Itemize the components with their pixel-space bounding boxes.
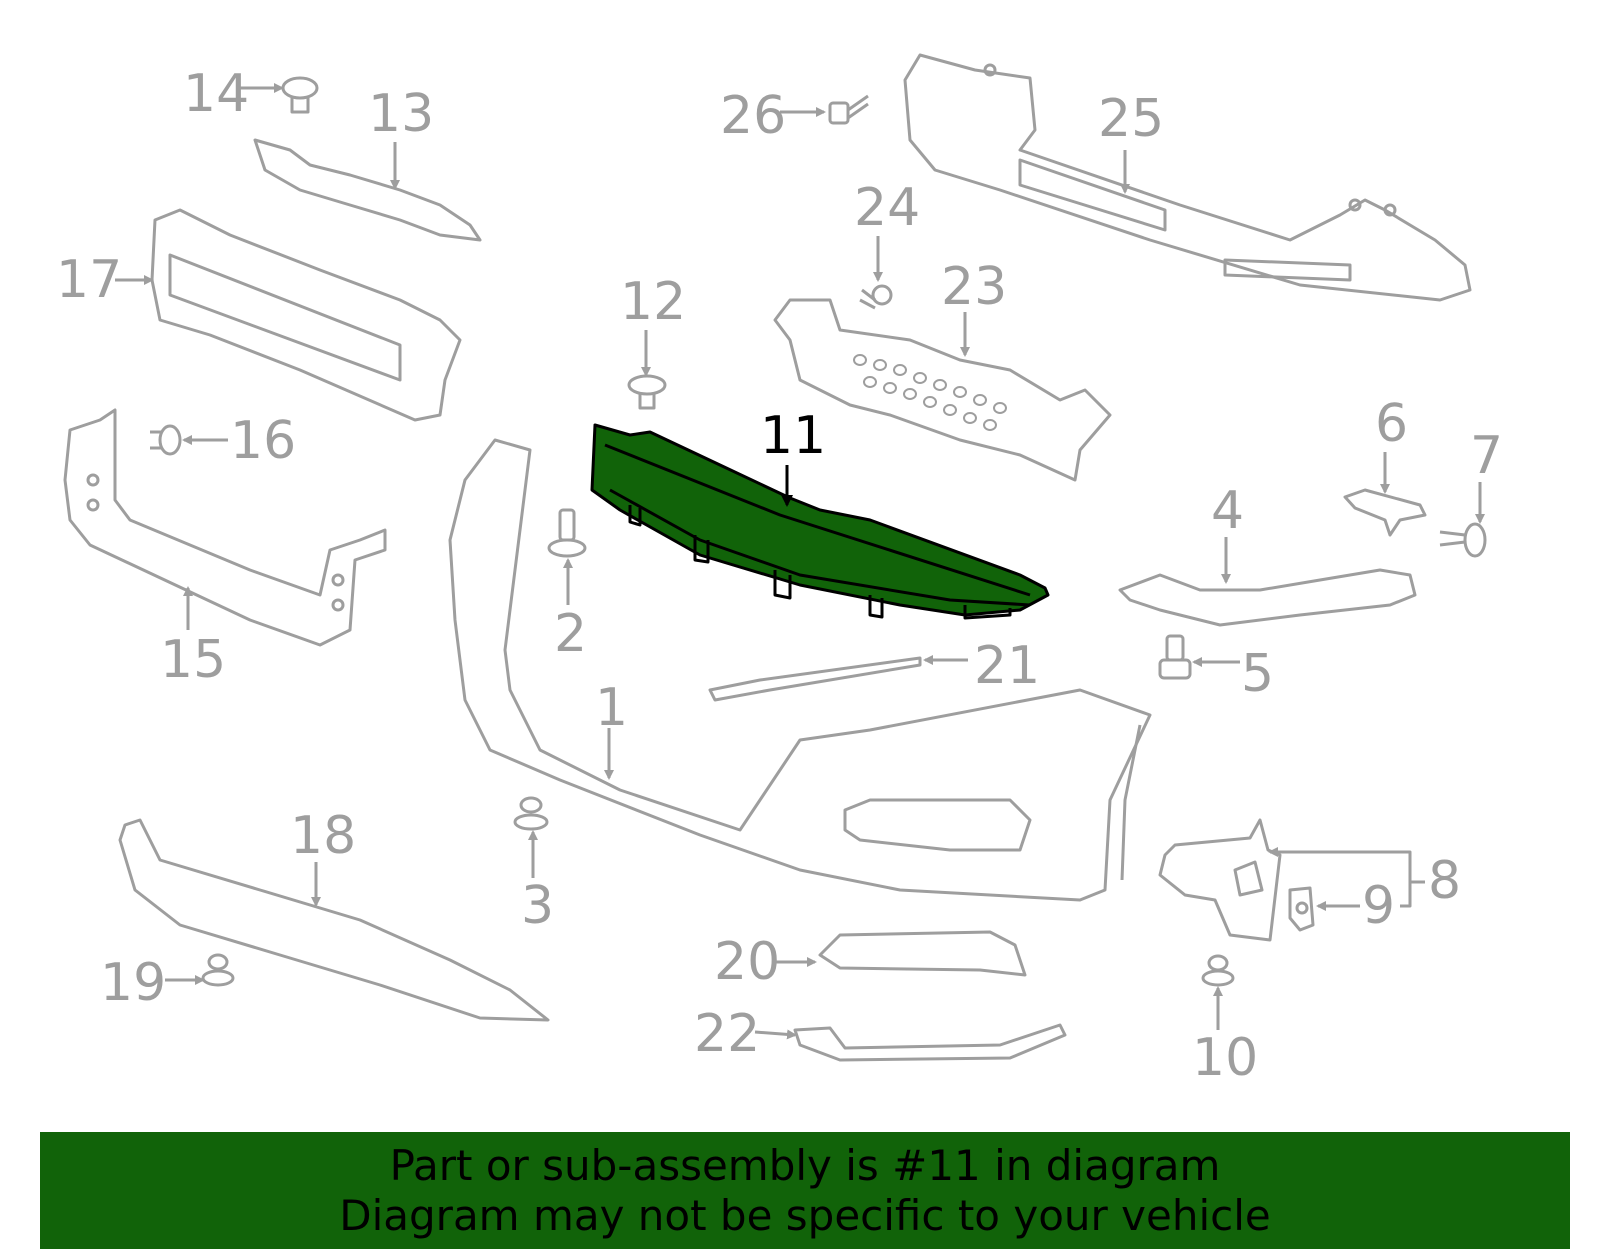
- info-banner: Part or sub-assembly is #11 in diagram D…: [40, 1132, 1570, 1249]
- part-22-molding: [793, 1023, 1067, 1062]
- callout-2: 2: [554, 604, 588, 664]
- leader-8-bracket: [1268, 847, 1412, 882]
- callout-9: 9: [1362, 876, 1396, 936]
- callout-5: 5: [1241, 644, 1275, 704]
- part-12-clip: [627, 374, 667, 410]
- callout-16: 16: [230, 411, 297, 471]
- part-21-molding: [708, 656, 922, 702]
- part-23-absorber: [773, 298, 1112, 482]
- callout-18: 18: [290, 806, 357, 866]
- part-17-carrier: [150, 208, 462, 422]
- callout-1: 1: [595, 678, 629, 738]
- part-25-bumper-reinforcement: [903, 53, 1472, 302]
- callout-15: 15: [160, 630, 227, 690]
- callout-10: 10: [1192, 1028, 1259, 1088]
- part-19-clip: [201, 953, 235, 987]
- part-2-bolt: [547, 508, 587, 558]
- callout-14: 14: [183, 64, 250, 124]
- callout-26: 26: [720, 86, 787, 146]
- callout-3: 3: [521, 876, 555, 936]
- callout-19: 19: [100, 953, 167, 1013]
- banner-line-disclaimer: Diagram may not be specific to your vehi…: [339, 1190, 1271, 1240]
- part-10-clip: [1201, 954, 1235, 987]
- part-14-clip: [281, 76, 319, 114]
- callout-11-highlighted: 11: [760, 406, 827, 466]
- part-26-bolt: [828, 94, 869, 125]
- leader-lines: [115, 83, 1485, 1040]
- part-1-bumper-cover: [448, 438, 1152, 902]
- callout-8: 8: [1428, 851, 1462, 911]
- part-5-bolt: [1158, 634, 1192, 680]
- part-6-bracket: [1343, 488, 1427, 537]
- callout-24: 24: [854, 178, 921, 238]
- part-15-bracket: [63, 408, 387, 647]
- callout-22: 22: [694, 1004, 761, 1064]
- part-20-garnish: [818, 930, 1027, 977]
- part-4-bracket: [1118, 568, 1417, 627]
- callout-6: 6: [1375, 394, 1409, 454]
- callout-21: 21: [974, 636, 1041, 696]
- callout-23: 23: [941, 257, 1008, 317]
- callout-4: 4: [1211, 481, 1245, 541]
- callout-17: 17: [56, 250, 123, 310]
- part-7-screw: [1439, 522, 1487, 558]
- part-13-cover: [253, 138, 482, 242]
- leader-8-group: [1400, 880, 1425, 908]
- callout-7: 7: [1470, 426, 1504, 486]
- part-11-highlighted: [590, 423, 1050, 620]
- part-3-clip: [513, 796, 549, 831]
- banner-line-part: Part or sub-assembly is #11 in diagram: [389, 1140, 1221, 1190]
- part-8-bracket: [1158, 818, 1282, 942]
- callout-13: 13: [368, 84, 435, 144]
- part-18-undercover: [118, 818, 550, 1022]
- part-16-clip: [150, 424, 182, 456]
- part-24-clip: [859, 284, 893, 310]
- callout-12: 12: [620, 272, 687, 332]
- part-9-nut: [1288, 886, 1315, 932]
- callout-25: 25: [1098, 89, 1165, 149]
- callout-20: 20: [714, 932, 781, 992]
